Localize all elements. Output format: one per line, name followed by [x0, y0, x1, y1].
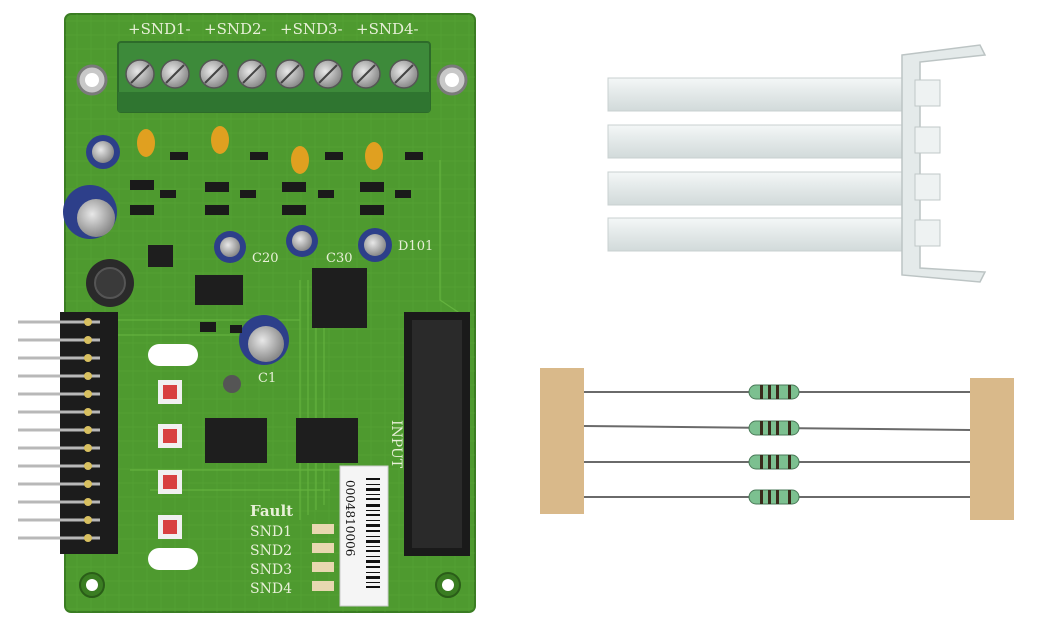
electrolytic-capacitors	[63, 135, 392, 365]
board-slots	[148, 344, 198, 570]
terminal-block	[117, 41, 431, 113]
pin-header	[18, 312, 118, 554]
terminal-label-snd4: +SND4-	[356, 20, 419, 38]
mounting-holes	[76, 64, 468, 598]
input-label: INPUT	[388, 420, 404, 469]
center-hole	[223, 375, 241, 393]
resistor-tape-strip	[540, 368, 1014, 520]
terminal-label-snd2: +SND2-	[204, 20, 267, 38]
status-label-fault: Fault	[250, 502, 293, 520]
status-label-snd4: SND4	[250, 581, 292, 597]
barcode-number: 0004810006	[343, 480, 357, 556]
c30-label: C30	[326, 251, 353, 266]
c20-label: C20	[252, 251, 279, 266]
smd-components	[130, 152, 423, 333]
terminal-screws	[125, 59, 419, 89]
tantalum-capacitors	[137, 126, 383, 174]
light-pipe-assembly	[607, 44, 987, 283]
c1-label: C1	[258, 371, 276, 386]
indicator-leds	[158, 380, 182, 539]
terminal-label-snd1: +SND1-	[128, 20, 191, 38]
terminal-label-snd3: +SND3-	[280, 20, 343, 38]
status-led-pads	[312, 524, 334, 591]
status-label-snd3: SND3	[250, 562, 292, 578]
ic-chips	[148, 245, 367, 463]
barcode-sticker	[339, 465, 389, 607]
d101-label: D101	[398, 239, 433, 254]
resistors	[748, 384, 800, 505]
input-socket	[404, 312, 470, 556]
inductor	[86, 259, 134, 307]
status-label-snd1: SND1	[250, 524, 292, 540]
status-label-snd2: SND2	[250, 543, 292, 559]
